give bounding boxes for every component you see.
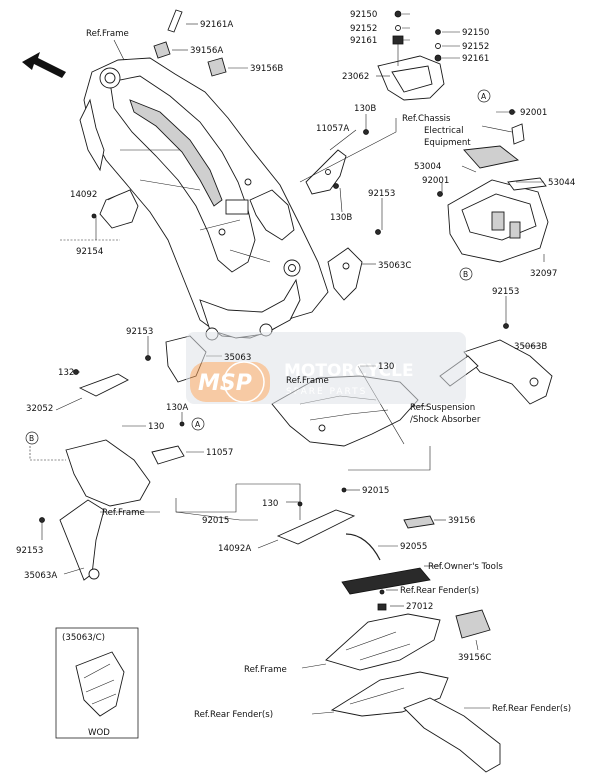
part-14092 [91, 189, 139, 229]
label-92153-d[interactable]: 92153 [16, 546, 43, 556]
ref-circle-b-right [459, 267, 473, 281]
label-39156B[interactable]: 39156B [250, 64, 283, 74]
labels: Ref.Frame 92161A 39156A 39156B 92150 921… [16, 10, 575, 738]
label-92015-a[interactable]: 92015 [362, 486, 389, 496]
label-92150-a[interactable]: 92150 [350, 10, 377, 20]
label-14092[interactable]: 14092 [70, 190, 97, 200]
label-39156C[interactable]: 39156C [458, 653, 491, 663]
front-arrow-icon [22, 52, 66, 78]
label-ref-suspension-1[interactable]: Ref.Suspension [410, 403, 475, 413]
label-92001-b[interactable]: 92001 [422, 176, 449, 186]
label-130-low[interactable]: 130 [262, 499, 278, 509]
label-ref-chassis-3[interactable]: Equipment [424, 138, 471, 148]
label-35063B[interactable]: 35063B [514, 342, 547, 352]
part-rear-fender-tail [403, 697, 501, 773]
ref-circle-a-mid [191, 417, 205, 431]
label-92055[interactable]: 92055 [400, 542, 427, 552]
ref-circle-a-top [477, 89, 491, 103]
label-53044[interactable]: 53044 [548, 178, 575, 188]
label-53004[interactable]: 53004 [414, 162, 441, 172]
label-ref-rear-fender-2[interactable]: Ref.Rear Fender(s) [194, 710, 273, 720]
label-32097[interactable]: 32097 [530, 269, 557, 279]
label-92153-b[interactable]: 92153 [492, 287, 519, 297]
label-ref-chassis-1[interactable]: Ref.Chassis [402, 114, 451, 124]
label-ref-frame-bottom[interactable]: Ref.Frame [244, 665, 287, 675]
watermark-brand-line2: SPARE PARTS [286, 387, 367, 397]
part-32052 [73, 369, 129, 397]
part-35063A [39, 439, 151, 581]
label-92152-a[interactable]: 92152 [350, 24, 377, 34]
label-circle-b-left: B [29, 434, 34, 443]
inset-box [55, 627, 139, 739]
label-ref-chassis-2[interactable]: Electrical [424, 126, 464, 136]
label-ref-frame-top[interactable]: Ref.Frame [86, 29, 129, 39]
label-inset-wod: WOD [88, 728, 110, 738]
label-130-mid[interactable]: 130 [378, 362, 394, 372]
leader-lines [29, 13, 545, 715]
label-92001-a[interactable]: 92001 [520, 108, 547, 118]
label-ref-rear-fender-3[interactable]: Ref.Rear Fender(s) [492, 704, 571, 714]
part-39156A [153, 41, 171, 59]
label-circle-a-mid: A [195, 420, 201, 429]
label-92015-b[interactable]: 92015 [202, 516, 229, 526]
watermark: MSP MOTORCYCLE SPARE PARTS [186, 332, 466, 404]
label-27012[interactable]: 27012 [406, 602, 433, 612]
label-32052[interactable]: 32052 [26, 404, 53, 414]
label-circle-a-top: A [481, 92, 487, 101]
label-92152-b[interactable]: 92152 [462, 42, 489, 52]
part-92161A [167, 9, 183, 33]
part-27012 [377, 589, 387, 611]
label-92161-a[interactable]: 92161 [350, 36, 377, 46]
part-11057A [305, 129, 369, 195]
label-11057[interactable]: 11057 [206, 448, 233, 458]
label-39156[interactable]: 39156 [448, 516, 475, 526]
part-39156B [207, 57, 227, 77]
part-35063C [327, 229, 381, 301]
label-35063[interactable]: 35063 [224, 353, 251, 363]
label-92153-c[interactable]: 92153 [126, 327, 153, 337]
label-14092A[interactable]: 14092A [218, 544, 251, 554]
label-92161-b[interactable]: 92161 [462, 54, 489, 64]
label-39156A[interactable]: 39156A [190, 46, 223, 56]
label-92150-b[interactable]: 92150 [462, 28, 489, 38]
label-inset-title: (35063/C) [62, 633, 105, 643]
part-39156C [455, 609, 491, 639]
label-circle-b-right: B [463, 270, 468, 279]
label-92154[interactable]: 92154 [76, 247, 103, 257]
label-132[interactable]: 132 [58, 368, 74, 378]
label-ref-owners-tools[interactable]: Ref.Owner's Tools [428, 562, 503, 572]
part-23062 [377, 10, 445, 101]
label-ref-rear-fender-1[interactable]: Ref.Rear Fender(s) [400, 586, 479, 596]
label-92153-a[interactable]: 92153 [368, 189, 395, 199]
label-92161A[interactable]: 92161A [200, 20, 233, 30]
label-35063A[interactable]: 35063A [24, 571, 57, 581]
label-130-left[interactable]: 130 [148, 422, 164, 432]
part-32097 [437, 109, 549, 263]
part-rear-fender-upper [325, 613, 441, 671]
label-23062[interactable]: 23062 [342, 72, 369, 82]
label-ref-frame-left[interactable]: Ref.Frame [102, 508, 145, 518]
label-130B-top[interactable]: 130B [354, 104, 376, 114]
label-ref-frame-mid[interactable]: Ref.Frame [286, 376, 329, 386]
label-ref-suspension-2[interactable]: /Shock Absorber [410, 415, 481, 425]
ref-circle-b-left [25, 431, 39, 445]
part-92055 [345, 533, 381, 561]
part-39156 [403, 515, 435, 529]
label-35063C[interactable]: 35063C [378, 261, 411, 271]
label-130A[interactable]: 130A [166, 403, 188, 413]
watermark-logo: MSP [198, 371, 252, 396]
main-frame [79, 57, 329, 341]
label-11057A[interactable]: 11057A [316, 124, 349, 134]
part-14092A [276, 487, 356, 545]
watermark-brand-line1: MOTORCYCLE [284, 361, 414, 381]
part-owners-tools [341, 567, 431, 595]
label-130B-mid[interactable]: 130B [330, 213, 352, 223]
